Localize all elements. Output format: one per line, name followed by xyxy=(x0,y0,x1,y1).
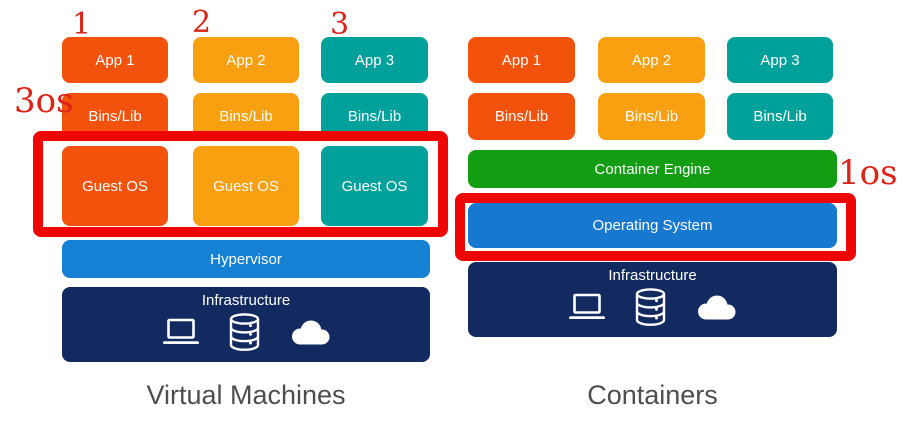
ct-app1-label: App 1 xyxy=(501,51,542,69)
ct-app2-box: App 2 xyxy=(598,37,705,83)
ct-bins1-label: Bins/Lib xyxy=(494,108,549,125)
vm-app1-label: App 1 xyxy=(95,51,135,69)
vm-hypervisor-label: Hypervisor xyxy=(210,250,282,268)
ct-bins3-box: Bins/Lib xyxy=(727,93,833,140)
vm-guestos2-box: Guest OS xyxy=(193,146,299,226)
vm-app2-label: App 2 xyxy=(226,51,266,69)
cloud-icon xyxy=(695,294,737,320)
annotation-1os: 1os xyxy=(838,153,898,193)
laptop-icon xyxy=(162,318,200,347)
vm-guestos1-label: Guest OS xyxy=(82,177,148,195)
vm-caption: Virtual Machines xyxy=(146,380,346,410)
vm-infrastructure-label: Infrastructure xyxy=(201,292,291,309)
vm-hypervisor-bar: Hypervisor xyxy=(62,240,430,278)
operating-system-bar: Operating System xyxy=(468,203,837,248)
container-engine-bar: Container Engine xyxy=(468,150,837,188)
annotation-3os: 3os xyxy=(14,81,74,121)
ct-infrastructure-label: Infrastructure xyxy=(608,267,697,284)
database-icon xyxy=(228,313,261,351)
ct-bins1-box: Bins/Lib xyxy=(468,93,575,140)
containers-caption: Containers xyxy=(587,380,718,410)
vm-infrastructure-bar: Infrastructure xyxy=(62,287,430,362)
ct-infrastructure-icons xyxy=(568,288,737,326)
ct-bins3-label: Bins/Lib xyxy=(753,108,807,125)
vm-infrastructure-icons xyxy=(162,313,331,351)
vm-guestos3-label: Guest OS xyxy=(341,177,408,195)
operating-system-label: Operating System xyxy=(592,217,713,234)
cloud-icon xyxy=(289,319,331,345)
laptop-icon xyxy=(568,293,606,322)
vm-bins1-label: Bins/Lib xyxy=(88,107,142,125)
vm-guestos2-label: Guest OS xyxy=(213,177,279,195)
vm-guestos3-box: Guest OS xyxy=(321,146,428,226)
annotation-number-1: 1 xyxy=(72,7,92,42)
database-icon xyxy=(634,288,667,326)
ct-app3-label: App 3 xyxy=(760,51,800,69)
annotation-number-3: 3 xyxy=(330,7,350,42)
ct-infrastructure-bar: Infrastructure xyxy=(468,262,837,337)
vm-app2-box: App 2 xyxy=(193,37,299,83)
annotation-number-2: 2 xyxy=(192,5,212,40)
ct-bins2-box: Bins/Lib xyxy=(598,93,705,140)
ct-app1-box: App 1 xyxy=(468,37,575,83)
container-engine-label: Container Engine xyxy=(594,160,711,178)
vm-app3-label: App 3 xyxy=(354,51,395,69)
operating-system-highlight-rect xyxy=(455,193,856,261)
ct-bins2-label: Bins/Lib xyxy=(624,108,679,125)
vm-bins3-label: Bins/Lib xyxy=(347,107,402,125)
ct-app2-label: App 2 xyxy=(631,51,672,69)
ct-app3-box: App 3 xyxy=(727,37,833,83)
guest-os-highlight-rect xyxy=(33,131,448,237)
vm-app1-box: App 1 xyxy=(62,37,168,83)
vm-bins2-label: Bins/Lib xyxy=(219,107,273,125)
vm-app3-box: App 3 xyxy=(321,37,428,83)
vm-guestos1-box: Guest OS xyxy=(62,146,168,226)
